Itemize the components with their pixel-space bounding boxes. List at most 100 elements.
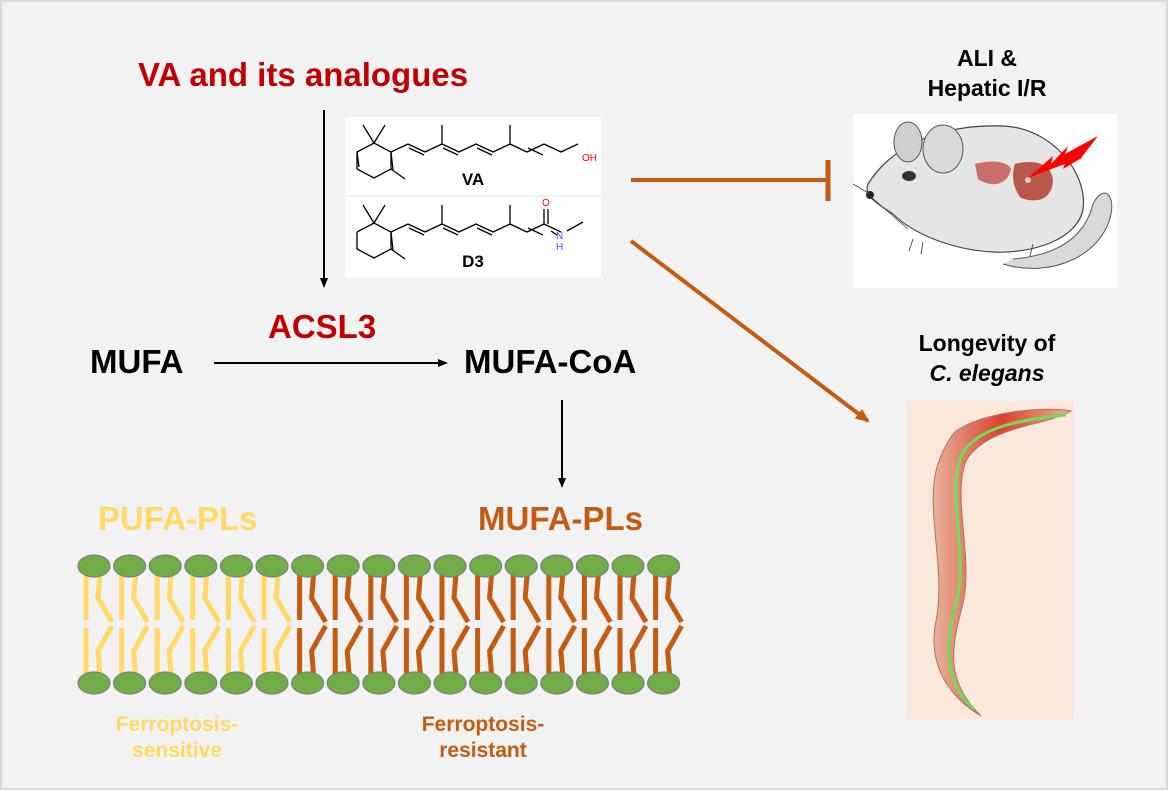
sensitive-caption: Ferroptosis- sensitive [102,712,252,765]
lipid-head-top [255,554,289,578]
d3-label: D3 [462,252,484,271]
lipid-head-top [469,554,503,578]
lipid-head-bottom [112,671,147,695]
liver-left-lobe [975,161,1011,185]
lipid-head-top [219,554,253,578]
pufa-lipid-tail [131,624,150,676]
va-oh-group: OH [582,153,597,164]
mouse-eye [902,171,916,181]
mouse-whisker [852,183,871,195]
mufa-lipid-tail [415,573,435,624]
pufa-lipid-tail [237,573,257,624]
lipid-head-bottom [575,671,610,695]
lipid-head-bottom [469,671,503,695]
lipid-head-bottom [148,671,182,695]
mufa-lipid-tail [415,624,435,676]
mufa-lipid-tail [629,573,649,624]
lipid-head-bottom [433,671,467,695]
mufa-lipid-tail [380,624,399,676]
lipid-head-top [397,554,431,578]
mufa-lipid-tail [380,573,399,624]
mufa-coa-label: MUFA-CoA [464,343,637,380]
mouse-title-line2: Hepatic I/R [927,74,1047,101]
lipid-head-top [184,554,218,578]
lipid-head-top [112,554,147,578]
pufa-pls-label: PUFA-PLs [98,500,258,537]
lipid-head-bottom [362,671,396,695]
compound-structures: OH VA O N [345,124,601,271]
pufa-lipid-tail [202,624,221,676]
d3-o-atom: O [542,198,550,209]
mouse-feet [908,238,1034,257]
pufa-lipid-tail [166,624,186,676]
mufa-lipid-tail [522,573,542,624]
lipid-head-top [362,554,396,578]
injury-bolt-icon [1028,136,1098,178]
mouse-ear-front [922,124,964,174]
pufa-lipid-tail [273,573,293,624]
lipid-head-bottom [611,671,645,695]
mouse-body [866,125,1085,253]
lipid-head-bottom [77,671,111,695]
figure-title: VA and its analogues [138,56,469,93]
worm-gut-line [947,413,1067,711]
mufa-lipid-tail [593,624,613,676]
pufa-lipid-tail [95,624,115,676]
lipid-head-top [326,554,360,578]
resistant-caption: Ferroptosis- resistant [408,712,558,765]
mufa-lipid-tail [629,624,649,676]
mufa-lipid-tail [665,573,684,624]
lipid-head-top [646,554,681,578]
mouse-title-line1: ALI & [956,45,1018,71]
compound-panel: OH VA O N [345,117,601,277]
resistant-caption-line2: resistant [439,739,527,763]
d3-h-atom: H [556,242,563,253]
mouse-illustration [852,121,1113,269]
lipid-head-top [540,554,574,578]
pufa-lipid-tail [95,573,115,624]
mufa-lipid-tail [344,573,364,624]
mufa-lipid-tail [593,573,613,624]
lipid-head-top [504,554,538,578]
mufa-lipid-tail [309,624,328,676]
mufa-lipid-tail [487,624,506,676]
lipid-head-top [291,554,325,578]
mufa-label: MUFA [90,343,184,380]
mufa-lipid-tail [665,624,684,676]
lipid-head-bottom [291,671,325,695]
resistant-caption-line1: Ferroptosis- [421,713,545,736]
pufa-lipid-tail [131,573,150,624]
mufa-lipid-tail [344,624,364,676]
pufa-lipid-tail [202,573,221,624]
mufa-lipid-tail [487,573,506,624]
mouse-image [852,114,1117,288]
lipid-head-bottom [326,671,360,695]
worm-title: Longevity of C. elegans [872,329,1102,389]
sensitive-caption-line2: sensitive [132,739,222,763]
worm-title-line1: Longevity of [918,330,1056,356]
mufa-lipid-tail [558,624,577,676]
lipid-head-top [575,554,610,578]
lipid-head-top [77,554,111,578]
mouse-whisker [869,195,909,230]
liver-spot [1025,177,1031,183]
longevity-arrow [629,239,870,423]
lipid-bilayer [77,554,684,695]
worm-image [906,401,1074,719]
pufa-lipid-tail [237,624,257,676]
lipid-head-bottom [219,671,253,695]
lipid-head-bottom [397,671,431,695]
lipid-head-bottom [646,671,681,695]
lipid-head-bottom [540,671,574,695]
mufa-lipid-tail [522,624,542,676]
lipid-head-top [611,554,645,578]
acsl3-label: ACSL3 [268,308,377,345]
sensitive-caption-line1: Ferroptosis- [115,713,239,736]
va-structure [356,124,579,180]
lipid-head-bottom [504,671,538,695]
d3-n-atom: N [556,231,563,242]
lipid-head-top [433,554,467,578]
lipid-head-bottom [255,671,289,695]
